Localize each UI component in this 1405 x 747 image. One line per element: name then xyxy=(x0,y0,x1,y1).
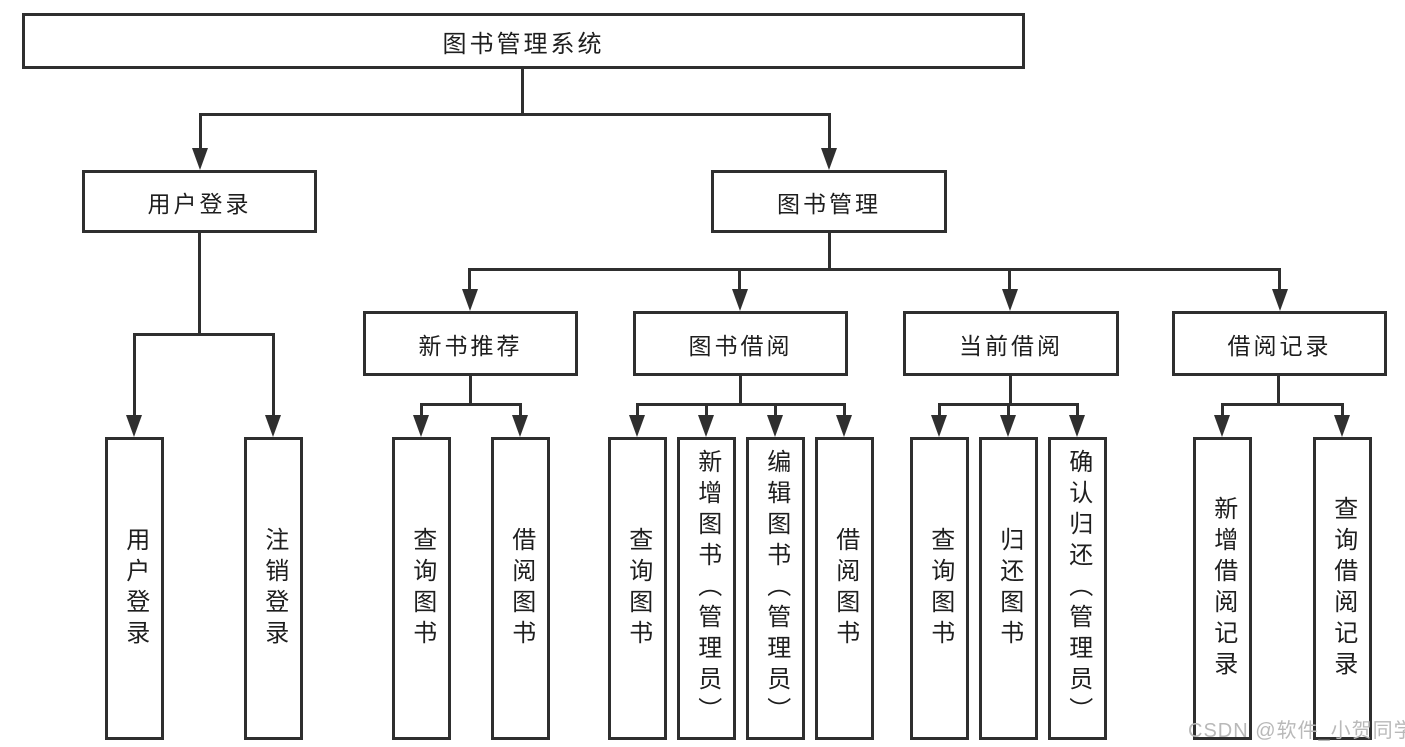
arrowhead-query-books-borrowing-icon xyxy=(629,415,645,437)
node-book-management: 图书管理 xyxy=(711,170,947,233)
arrowhead-edit-book-admin-icon xyxy=(767,415,783,437)
connector-shaft-book-borrowing xyxy=(738,268,741,291)
node-borrowing-records-label: 借阅记录 xyxy=(1227,332,1332,359)
connector-shaft-borrowing-records xyxy=(1278,268,1281,291)
leaf-query-books-recommend: 查询图书 xyxy=(392,437,451,740)
connector-shaft-leaf-user-login xyxy=(133,333,136,417)
leaf-add-borrow-record: 新增借阅记录 xyxy=(1193,437,1252,740)
node-library-system-label: 图书管理系统 xyxy=(442,30,605,58)
leaf-user-login: 用户登录 xyxy=(105,437,164,740)
leaf-return-books-label: 归还图书 xyxy=(995,526,1023,651)
connector-shaft-user-login xyxy=(199,113,202,150)
leaf-query-borrow-record-label: 查询借阅记录 xyxy=(1329,495,1357,682)
arrowhead-query-books-recommend-icon xyxy=(413,415,429,437)
node-new-book-recommend-label: 新书推荐 xyxy=(418,332,523,359)
leaf-add-borrow-record-label: 新增借阅记录 xyxy=(1209,495,1237,682)
connector-book-borrowing-branch xyxy=(636,403,846,406)
leaf-edit-book-admin: 编辑图书（管理员） xyxy=(746,437,805,740)
connector-shaft-current-borrowing xyxy=(1008,268,1011,291)
leaf-query-books-borrowing: 查询图书 xyxy=(608,437,667,740)
leaf-query-books-current-label: 查询图书 xyxy=(926,526,954,651)
leaf-query-books-borrowing-label: 查询图书 xyxy=(624,526,652,651)
connector-root-branch xyxy=(199,113,830,116)
connector-shaft-book-management xyxy=(828,113,831,150)
node-book-borrowing: 图书借阅 xyxy=(633,311,848,376)
leaf-borrow-books-recommend-label: 借阅图书 xyxy=(507,526,535,651)
connector-shaft-edit-book-admin xyxy=(774,403,777,417)
leaf-borrow-books-recommend: 借阅图书 xyxy=(491,437,550,740)
connector-user-login-branch xyxy=(133,333,275,336)
connector-user-login-stem xyxy=(198,232,201,335)
leaf-confirm-return-admin: 确认归还（管理员） xyxy=(1048,437,1107,740)
connector-current-borrowing-stem xyxy=(1009,375,1012,405)
connector-root-stem xyxy=(521,68,524,115)
connector-shaft-query-books-borrowing xyxy=(636,403,639,417)
arrowhead-leaf-user-login-icon xyxy=(126,415,142,437)
node-book-borrowing-label: 图书借阅 xyxy=(688,332,793,359)
arrowhead-user-login-icon xyxy=(192,148,208,170)
connector-shaft-return-books xyxy=(1007,403,1010,417)
arrowhead-borrow-books-borrowing-icon xyxy=(836,415,852,437)
connector-shaft-leaf-logout xyxy=(272,333,275,417)
connector-book-borrowing-stem xyxy=(739,375,742,405)
leaf-borrow-books-borrowing-label: 借阅图书 xyxy=(831,526,859,651)
node-user-login-label: 用户登录 xyxy=(147,190,252,217)
node-new-book-recommend: 新书推荐 xyxy=(363,311,578,376)
connector-borrowing-records-branch xyxy=(1221,403,1343,406)
leaf-query-books-current: 查询图书 xyxy=(910,437,969,740)
connector-borrowing-records-stem xyxy=(1277,375,1280,405)
leaf-user-login-label: 用户登录 xyxy=(121,526,149,651)
connector-new-book-recommend-branch xyxy=(420,403,522,406)
leaf-query-books-recommend-label: 查询图书 xyxy=(408,526,436,651)
connector-new-book-recommend-stem xyxy=(469,375,472,405)
arrowhead-new-book-recommend-icon xyxy=(462,289,478,311)
connector-shaft-confirm-return-admin xyxy=(1076,403,1079,417)
connector-shaft-query-books-current xyxy=(938,403,941,417)
leaf-borrow-books-borrowing: 借阅图书 xyxy=(815,437,874,740)
connector-book-management-stem xyxy=(828,232,831,270)
arrowhead-add-book-admin-icon xyxy=(698,415,714,437)
leaf-return-books: 归还图书 xyxy=(979,437,1038,740)
connector-shaft-borrow-books-borrowing xyxy=(843,403,846,417)
node-user-login: 用户登录 xyxy=(82,170,317,233)
arrowhead-query-books-current-icon xyxy=(931,415,947,437)
arrowhead-return-books-icon xyxy=(1000,415,1016,437)
arrowhead-borrowing-records-icon xyxy=(1272,289,1288,311)
node-current-borrowing-label: 当前借阅 xyxy=(959,332,1063,359)
arrowhead-add-borrow-record-icon xyxy=(1214,415,1230,437)
node-library-system: 图书管理系统 xyxy=(22,13,1025,69)
leaf-add-book-admin-label: 新增图书（管理员） xyxy=(693,449,721,728)
connector-book-management-branch xyxy=(469,268,1280,271)
leaf-add-book-admin: 新增图书（管理员） xyxy=(677,437,736,740)
connector-shaft-add-book-admin xyxy=(705,403,708,417)
connector-shaft-borrow-books-recommend xyxy=(519,403,522,417)
connector-shaft-query-borrow-record xyxy=(1341,403,1344,417)
leaf-confirm-return-admin-label: 确认归还（管理员） xyxy=(1064,449,1092,728)
arrowhead-query-borrow-record-icon xyxy=(1334,415,1350,437)
leaf-logout-label: 注销登录 xyxy=(260,526,288,651)
connector-shaft-new-book-recommend xyxy=(468,268,471,291)
watermark-text: CSDN @软件_小贺同学 xyxy=(1188,720,1405,742)
node-borrowing-records: 借阅记录 xyxy=(1172,311,1387,376)
arrowhead-borrow-books-recommend-icon xyxy=(512,415,528,437)
leaf-logout: 注销登录 xyxy=(244,437,303,740)
arrowhead-book-management-icon xyxy=(821,148,837,170)
node-book-management-label: 图书管理 xyxy=(777,190,881,217)
connector-shaft-query-books-recommend xyxy=(420,403,423,417)
arrowhead-current-borrowing-icon xyxy=(1002,289,1018,311)
node-current-borrowing: 当前借阅 xyxy=(903,311,1119,376)
arrowhead-book-borrowing-icon xyxy=(732,289,748,311)
connector-shaft-add-borrow-record xyxy=(1221,403,1224,417)
leaf-edit-book-admin-label: 编辑图书（管理员） xyxy=(762,449,790,728)
leaf-query-borrow-record: 查询借阅记录 xyxy=(1313,437,1372,740)
arrowhead-leaf-logout-icon xyxy=(265,415,281,437)
arrowhead-confirm-return-admin-icon xyxy=(1069,415,1085,437)
